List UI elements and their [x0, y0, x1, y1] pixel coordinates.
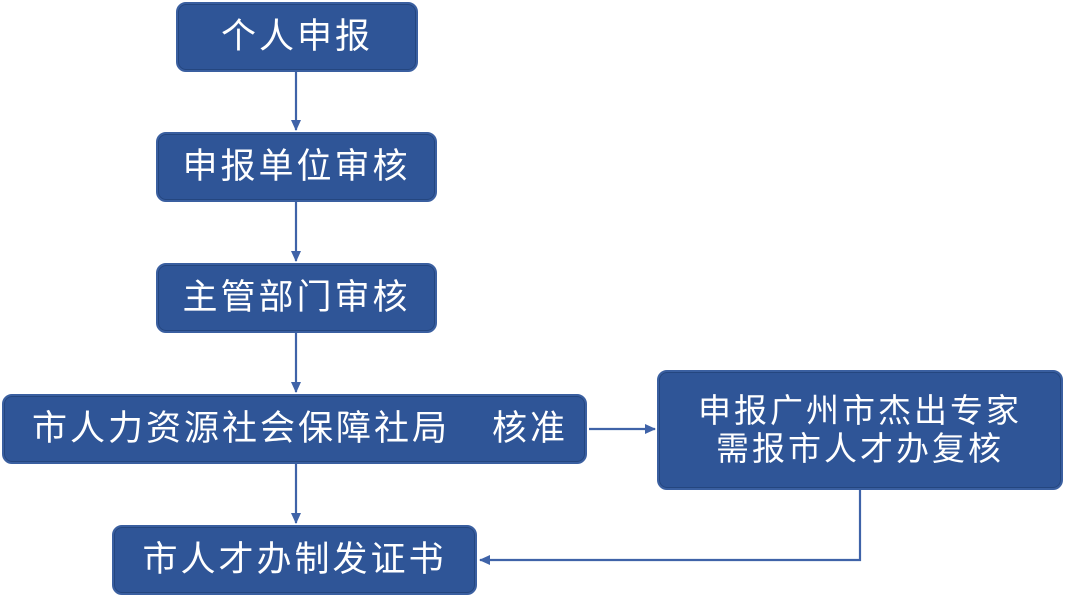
node-expert-review: 申报广州市杰出专家 需报市人才办复核 — [657, 370, 1063, 490]
node-certificate-issue-label: 市人才办制发证书 — [142, 539, 447, 580]
node-personal-application: 个人申报 — [176, 2, 418, 72]
node-expert-review-lines: 申报广州市杰出专家 需报市人才办复核 — [698, 392, 1022, 468]
node-certificate-issue: 市人才办制发证书 — [112, 525, 477, 595]
node-hr-bureau-name: 市人力资源社会保障社局 — [32, 408, 451, 449]
node-department-review: 主管部门审核 — [156, 263, 437, 333]
node-unit-review-label: 申报单位审核 — [182, 146, 411, 187]
node-hr-bureau-action: 核准 — [492, 408, 569, 449]
node-hr-bureau-approval: 市人力资源社会保障社局 核准 — [2, 394, 587, 464]
node-expert-review-line-1: 申报广州市杰出专家 — [698, 391, 1022, 431]
node-unit-review: 申报单位审核 — [156, 132, 437, 202]
node-expert-review-line-2: 需报市人才办复核 — [716, 429, 1004, 468]
node-personal-application-label: 个人申报 — [220, 16, 373, 57]
node-department-review-label: 主管部门审核 — [182, 277, 411, 318]
arrow-expert-review-to-certificate — [479, 490, 862, 565]
